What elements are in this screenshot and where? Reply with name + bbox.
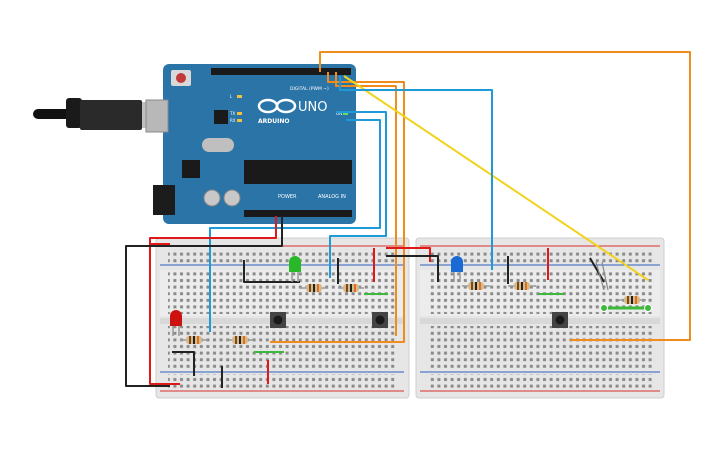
- wire-black-bridge[interactable]: [386, 255, 439, 282]
- wires[interactable]: [125, 51, 691, 388]
- arduino-logo: [257, 98, 297, 114]
- led-red[interactable]: [170, 310, 182, 336]
- wire-orange-2[interactable]: [270, 72, 405, 343]
- wire-orange-1[interactable]: [319, 51, 691, 341]
- power-analog-header[interactable]: [244, 210, 352, 217]
- resistor-5: [618, 296, 646, 304]
- arduino-uno-board[interactable]: UNO ARDUINO DIGITAL (PWM ~) POWER ANALOG…: [145, 64, 356, 224]
- resistor-6: [180, 336, 208, 344]
- atmega-chip: [244, 160, 352, 184]
- on-label: ON: [336, 111, 342, 116]
- wire-yellow[interactable]: [343, 75, 649, 281]
- wire-black-2[interactable]: [243, 260, 300, 283]
- breadboard-left[interactable]: [155, 237, 410, 399]
- rx-label: RX: [230, 118, 236, 123]
- resistor-7: [226, 336, 254, 344]
- tx-label: TX: [229, 111, 235, 116]
- push-button-1[interactable]: [270, 312, 286, 328]
- wire-blue-3[interactable]: [209, 119, 381, 332]
- resistor-4: [508, 282, 536, 290]
- push-button-3[interactable]: [552, 312, 568, 328]
- resistor-2: [338, 284, 364, 292]
- power-jack-icon: [153, 185, 175, 215]
- wire-red-bridge[interactable]: [386, 247, 431, 262]
- resistors[interactable]: [180, 282, 646, 344]
- wire-red-5[interactable]: [149, 243, 180, 385]
- resistor-1: [300, 284, 328, 292]
- model-label: UNO: [298, 100, 327, 115]
- analog-label: ANALOG IN: [318, 194, 346, 200]
- l-led-label: L: [230, 94, 233, 99]
- digital-header[interactable]: [211, 68, 351, 75]
- digital-label: DIGITAL (PWM ~): [290, 86, 329, 92]
- resistor-3: [462, 282, 490, 290]
- wire-black-6[interactable]: [172, 351, 195, 376]
- wire-black-5[interactable]: [589, 257, 605, 283]
- wire-orange-3[interactable]: [335, 72, 397, 336]
- brand-label: ARDUINO: [258, 118, 289, 125]
- led-blue[interactable]: [451, 256, 463, 282]
- led-green[interactable]: [289, 256, 301, 282]
- sensor-leads: [595, 261, 609, 291]
- power-label: POWER: [278, 194, 297, 200]
- push-button-2[interactable]: [372, 312, 388, 328]
- wire-blue-2[interactable]: [329, 111, 387, 278]
- wire-black-gnd[interactable]: [125, 216, 283, 387]
- wire-blue-1[interactable]: [339, 76, 493, 270]
